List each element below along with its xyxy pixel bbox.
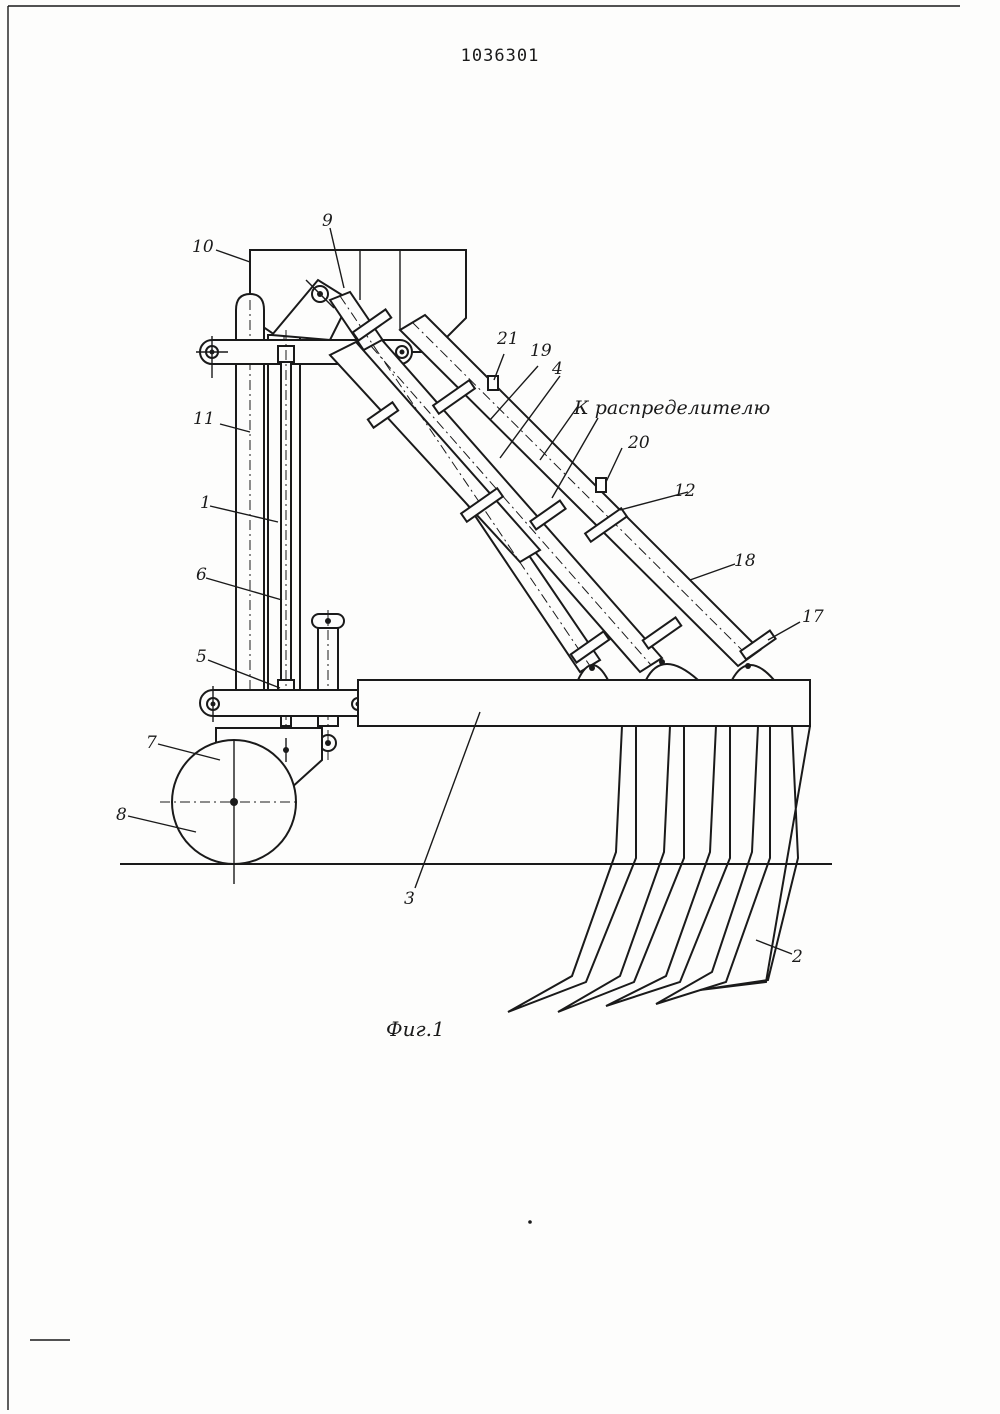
scan-speck (528, 1220, 532, 1224)
label-distributor: К распределителю (573, 397, 770, 419)
tines-2 (508, 726, 810, 1012)
support-wheel-8 (160, 740, 300, 884)
label-21: 21 (496, 329, 519, 349)
label-6: 6 (196, 565, 207, 585)
label-10: 10 (192, 237, 214, 257)
label-1: 1 (200, 493, 211, 513)
label-11: 11 (193, 409, 215, 429)
label-2: 2 (791, 947, 803, 967)
figure-caption: Фиг.1 (386, 1017, 445, 1041)
label-4: 4 (551, 359, 563, 379)
label-8: 8 (116, 805, 127, 825)
label-19: 19 (530, 341, 552, 361)
label-7: 7 (146, 733, 157, 753)
main-frame-3 (358, 680, 810, 726)
label-18: 18 (734, 551, 756, 571)
label-17: 17 (802, 607, 824, 627)
label-5: 5 (196, 647, 207, 667)
label-20: 20 (627, 433, 650, 453)
label-3: 3 (404, 889, 415, 909)
label-12: 12 (674, 481, 696, 501)
lower-crossbeam (200, 686, 375, 722)
label-9: 9 (322, 211, 333, 231)
